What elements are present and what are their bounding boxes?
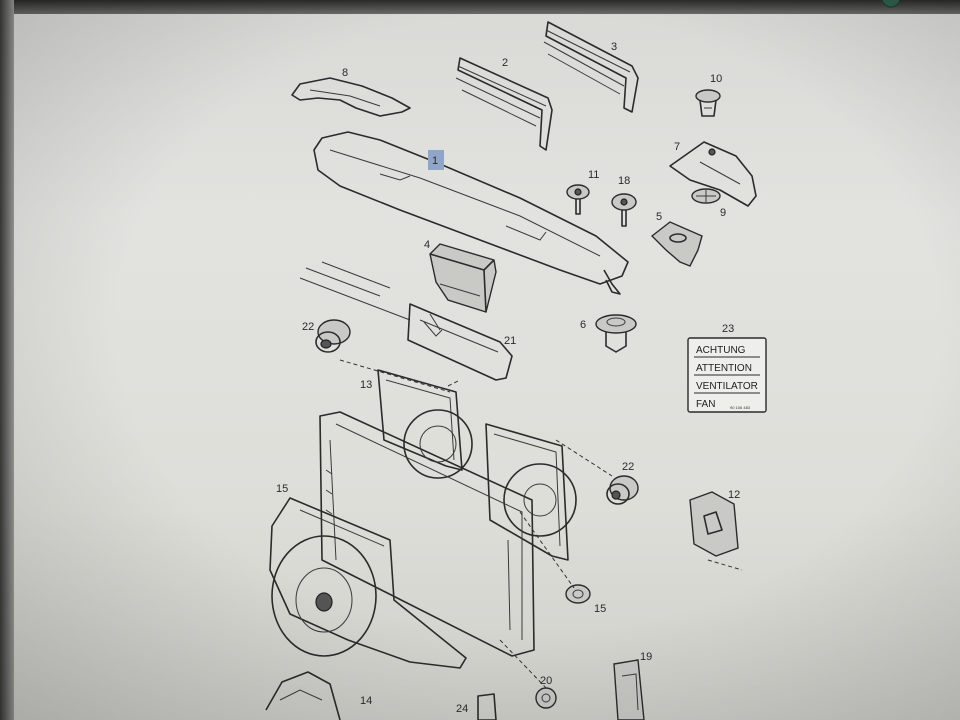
- warning-line-4: FAN: [696, 399, 715, 410]
- warning-line-1: ACHTUNG: [696, 345, 746, 356]
- part-8-trim[interactable]: [291, 77, 411, 117]
- callout-12[interactable]: 12: [728, 489, 740, 501]
- callout-5[interactable]: 5: [656, 211, 662, 223]
- callout-1[interactable]: 1: [432, 155, 438, 167]
- warning-label: ACHTUNG ATTENTION VENTILATOR FAN 90 106 …: [687, 337, 767, 413]
- callout-10[interactable]: 10: [710, 73, 722, 85]
- callout-15-nut[interactable]: 15: [594, 603, 606, 615]
- part-22-grommet-right[interactable]: [606, 475, 639, 505]
- callout-24[interactable]: 24: [456, 703, 468, 715]
- part-18-screw[interactable]: [611, 193, 637, 227]
- tray-icon[interactable]: [874, 0, 908, 12]
- part-11-screw[interactable]: [566, 184, 590, 215]
- part-24-clip[interactable]: [477, 693, 497, 720]
- warning-line-2: ATTENTION: [696, 363, 752, 374]
- callout-20[interactable]: 20: [540, 675, 552, 687]
- callout-22[interactable]: 22: [302, 321, 314, 333]
- part-22-grommet[interactable]: [315, 319, 351, 353]
- callout-4[interactable]: 4: [424, 239, 430, 251]
- part-14-fan[interactable]: [265, 671, 341, 720]
- callout-numbers: 1 2 3 4 5 6 7 8 9 10 11 12 13 14 15 15 1…: [276, 41, 740, 715]
- part-1-cross-member[interactable]: [313, 131, 629, 295]
- callout-7[interactable]: 7: [674, 141, 680, 153]
- part-12-mount[interactable]: [689, 491, 739, 557]
- part-3-seal-strip[interactable]: [543, 21, 639, 113]
- part-21-seal-channel[interactable]: [299, 261, 513, 381]
- callout-6[interactable]: 6: [580, 319, 586, 331]
- callout-3[interactable]: 3: [611, 41, 617, 53]
- callout-18[interactable]: 18: [618, 175, 630, 187]
- highlighted-callout: [428, 150, 444, 170]
- callout-11[interactable]: 11: [588, 169, 599, 181]
- leader-lines: [339, 359, 743, 691]
- callout-19[interactable]: 19: [640, 651, 652, 663]
- callout-2[interactable]: 2: [502, 57, 508, 69]
- monitor-bezel-left: [0, 0, 14, 720]
- callout-22-right[interactable]: 22: [622, 461, 634, 473]
- part-13-shroud[interactable]: [377, 369, 577, 561]
- part-15-fan-shroud[interactable]: [269, 497, 467, 669]
- monitor-bezel-top: [0, 0, 960, 14]
- callout-13[interactable]: 13: [360, 379, 372, 391]
- part-19-clip[interactable]: [613, 659, 645, 720]
- part-20-cap[interactable]: [535, 687, 557, 709]
- callout-21[interactable]: 21: [504, 335, 516, 347]
- part-4-bracket[interactable]: [429, 243, 497, 313]
- warning-code: 90 106 483: [730, 405, 751, 410]
- radiator[interactable]: [319, 411, 535, 657]
- warning-line-3: VENTILATOR: [696, 381, 758, 392]
- part-5-mount[interactable]: [650, 221, 703, 267]
- part-6-pin[interactable]: [595, 314, 637, 353]
- callout-9[interactable]: 9: [720, 207, 726, 219]
- callout-23[interactable]: 23: [722, 323, 734, 335]
- callout-14[interactable]: 14: [360, 695, 372, 707]
- callout-15[interactable]: 15: [276, 483, 288, 495]
- part-9-clip[interactable]: [691, 188, 721, 204]
- part-7-cover[interactable]: [669, 141, 757, 207]
- part-15-nut[interactable]: [565, 584, 591, 604]
- callout-8[interactable]: 8: [342, 67, 348, 79]
- part-10-clip[interactable]: [695, 89, 721, 117]
- part-2-seal-strip[interactable]: [455, 57, 553, 151]
